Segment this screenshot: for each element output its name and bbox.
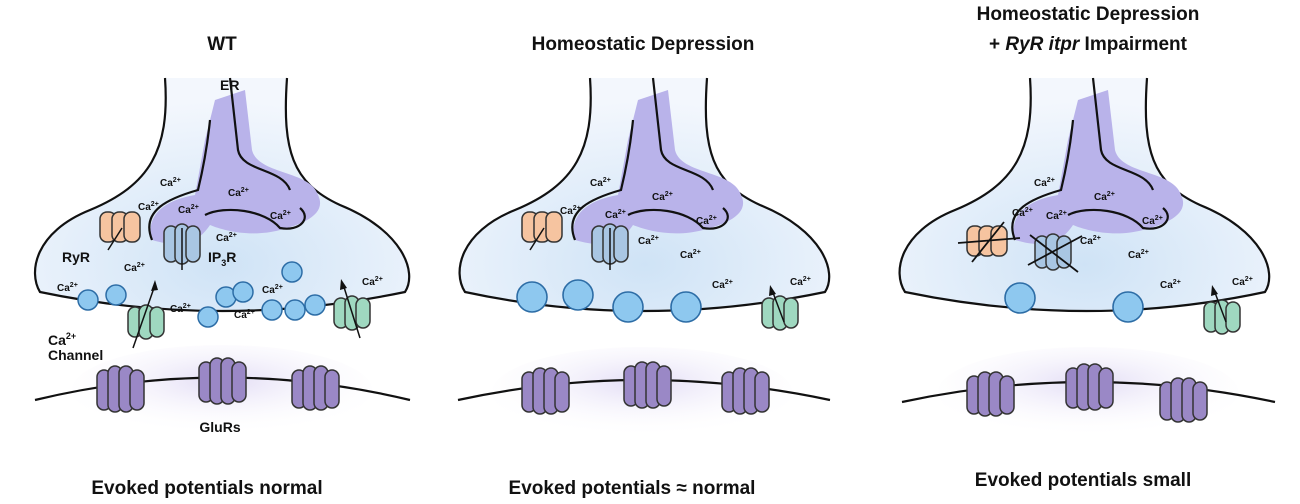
er-membrane bbox=[571, 77, 729, 241]
ca-ion: Ca2+ bbox=[1142, 215, 1163, 227]
ca-ions: Ca2+ Ca2+ Ca2+ Ca2+ Ca2+ Ca2+ Ca2+ Ca2+ … bbox=[560, 177, 811, 291]
ca-ion: Ca2+ bbox=[178, 204, 199, 216]
panel-homeostatic-depression: Homeostatic Depression bbox=[457, 34, 831, 499]
panel-caption: Evoked potentials small bbox=[975, 470, 1191, 491]
ip3r-receptor-impaired bbox=[1027, 233, 1083, 273]
glur bbox=[721, 367, 770, 415]
ca-ion: Ca2+ bbox=[234, 309, 255, 321]
vesicle bbox=[1112, 291, 1144, 323]
glur bbox=[623, 361, 672, 409]
vesicle bbox=[77, 289, 99, 311]
terminal-membrane bbox=[898, 77, 1271, 313]
vesicle bbox=[197, 306, 219, 328]
glur bbox=[198, 357, 247, 405]
ca-ion: Ca2+ bbox=[790, 276, 811, 288]
panel-ryr-itpr-impairment: Homeostatic Depression + RyR itpr Impair… bbox=[898, 4, 1276, 491]
ca-ion: Ca2+ bbox=[560, 205, 581, 217]
glur bbox=[1159, 377, 1208, 423]
panel-wt: WT ER RyR IP3R bbox=[33, 34, 411, 499]
ca-ions: Ca2+ Ca2+ Ca2+ Ca2+ Ca2+ Ca2+ Ca2+ Ca2+ … bbox=[57, 177, 383, 321]
vesicle bbox=[281, 261, 303, 283]
ca-ion: Ca2+ bbox=[605, 209, 626, 221]
ca-ion: Ca2+ bbox=[57, 282, 78, 294]
panel-title: WT bbox=[207, 34, 237, 55]
er-lumen bbox=[150, 90, 321, 245]
ca-ion: Ca2+ bbox=[1034, 177, 1055, 189]
panel-caption: Evoked potentials ≈ normal bbox=[509, 478, 756, 499]
vesicle bbox=[261, 299, 283, 321]
ca-ion: Ca2+ bbox=[696, 215, 717, 227]
ca-ion: Ca2+ bbox=[262, 284, 283, 296]
ryr-receptor bbox=[521, 211, 563, 251]
vesicle bbox=[670, 291, 702, 323]
vesicle bbox=[105, 284, 127, 306]
panel-caption: Evoked potentials normal bbox=[91, 478, 322, 499]
vesicle bbox=[232, 281, 254, 303]
glur bbox=[96, 365, 145, 413]
er-membrane bbox=[1011, 77, 1169, 241]
glur bbox=[521, 367, 570, 415]
ip3r-label: IP3R bbox=[208, 249, 236, 268]
ca-channel bbox=[333, 279, 371, 339]
ca-ion: Ca2+ bbox=[590, 177, 611, 189]
panel-title-line2: + RyR itpr Impairment bbox=[989, 34, 1188, 55]
ca-channel bbox=[127, 280, 165, 349]
ca-ions: Ca2+ Ca2+ Ca2+ Ca2+ Ca2+ Ca2+ Ca2+ Ca2+ … bbox=[1012, 177, 1253, 291]
panel-title: Homeostatic Depression bbox=[977, 4, 1200, 25]
ca-ion: Ca2+ bbox=[652, 191, 673, 203]
glurs-label: GluRs bbox=[199, 419, 240, 435]
channel-label: Channel bbox=[48, 347, 103, 363]
glur bbox=[1065, 363, 1114, 411]
ca-ion: Ca2+ bbox=[1128, 249, 1149, 261]
ca-channel bbox=[761, 285, 799, 331]
ryr-label: RyR bbox=[62, 249, 90, 265]
ca-ion: Ca2+ bbox=[362, 276, 383, 288]
ryr-receptor bbox=[99, 211, 141, 251]
ca-ion: Ca2+ bbox=[216, 232, 237, 244]
er-membrane bbox=[148, 77, 306, 241]
ca-ion: Ca2+ bbox=[712, 279, 733, 291]
er-lumen bbox=[1013, 90, 1184, 245]
ca-ion: Ca2+ bbox=[1080, 235, 1101, 247]
ip3r-receptor bbox=[163, 223, 201, 270]
vesicle bbox=[562, 279, 594, 311]
ca-ion: Ca2+ bbox=[1160, 279, 1181, 291]
glur bbox=[291, 365, 340, 411]
panel-title: Homeostatic Depression bbox=[532, 34, 755, 55]
channel-label: Ca2+ bbox=[48, 331, 76, 348]
ca-ion: Ca2+ bbox=[228, 187, 249, 199]
ca-ion: Ca2+ bbox=[638, 235, 659, 247]
ca-ion: Ca2+ bbox=[170, 303, 191, 315]
ca-channel bbox=[1203, 285, 1241, 335]
er-label: ER bbox=[220, 77, 239, 93]
vesicle bbox=[304, 294, 326, 316]
ca-ion: Ca2+ bbox=[270, 210, 291, 222]
er-lumen bbox=[573, 90, 744, 245]
glur bbox=[966, 371, 1015, 417]
ca-ion: Ca2+ bbox=[680, 249, 701, 261]
ca-ion: Ca2+ bbox=[1012, 207, 1033, 219]
ca-ion: Ca2+ bbox=[160, 177, 181, 189]
ip3r-receptor bbox=[591, 223, 629, 270]
ryr-receptor-impaired bbox=[957, 221, 1021, 263]
vesicle bbox=[284, 299, 306, 321]
ca-ion: Ca2+ bbox=[1094, 191, 1115, 203]
vesicle bbox=[1004, 282, 1036, 314]
ca-ion: Ca2+ bbox=[1046, 210, 1067, 222]
ca-ion: Ca2+ bbox=[138, 201, 159, 213]
vesicle bbox=[516, 281, 548, 313]
vesicle bbox=[612, 291, 644, 323]
ca-ion: Ca2+ bbox=[1232, 276, 1253, 288]
ca-ion: Ca2+ bbox=[124, 262, 145, 274]
